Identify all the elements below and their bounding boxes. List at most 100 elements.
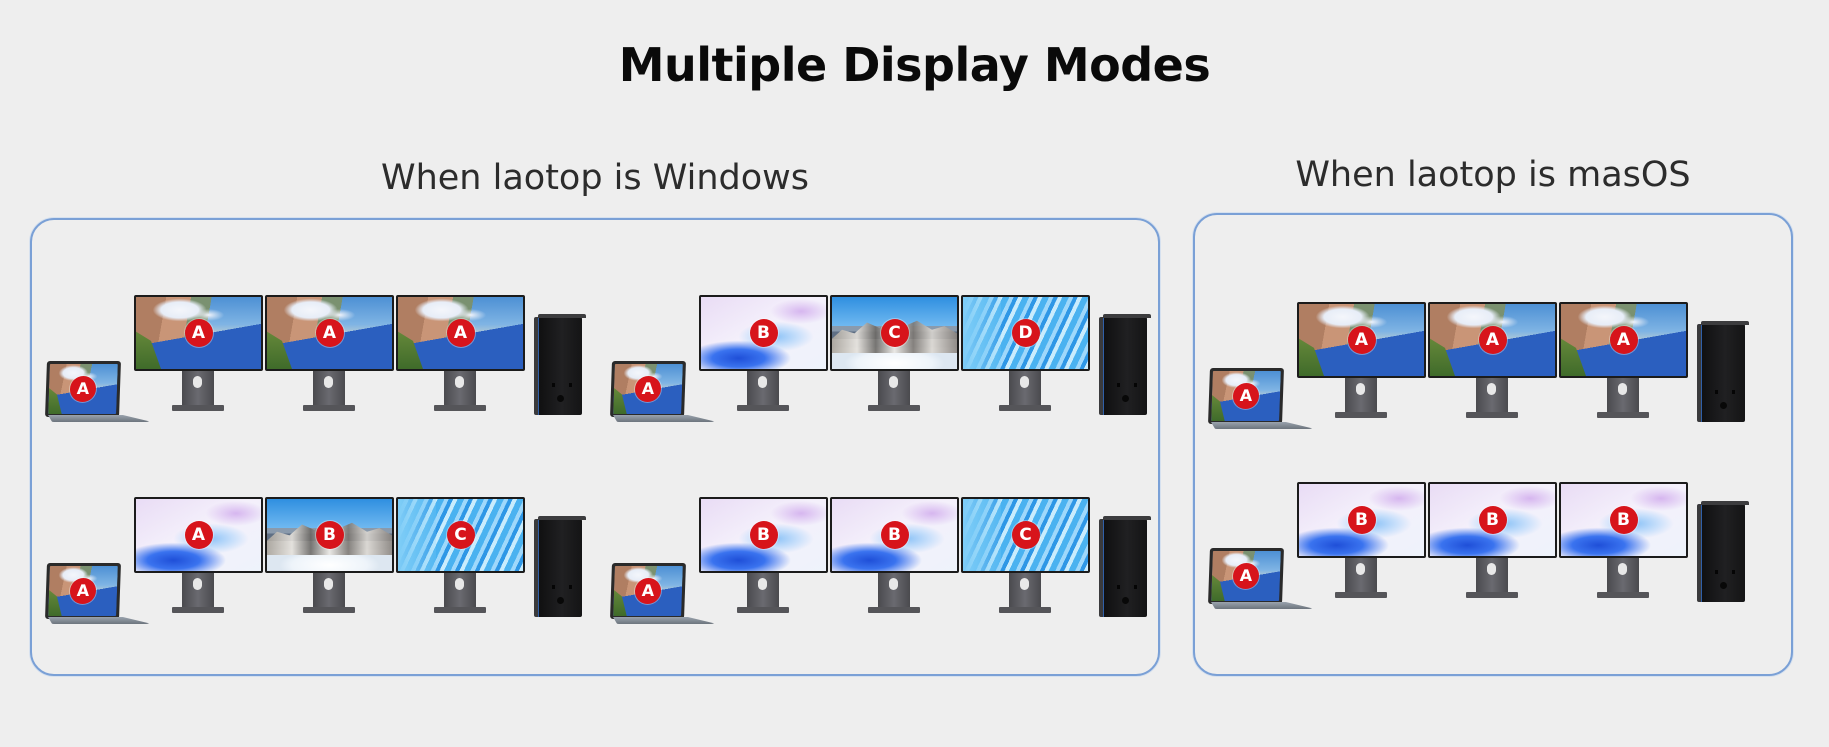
monitor-stand-icon [878,573,910,609]
desktop-pc-tower-icon [534,314,586,415]
display-label-badge: B [749,521,778,549]
monitor-base-icon [868,607,920,613]
display-mode-scene-macos-2: A B B B [1203,470,1763,620]
monitor-stand-icon [1009,371,1041,407]
laptop-keyboard-base [613,415,717,422]
display-mode-scene-windows-3: A A B C [40,485,600,635]
monitor-base-icon [303,607,355,613]
monitor-stand-icon [747,573,779,609]
external-monitor-2: B [1428,482,1557,610]
monitor-wallpaper: C [963,499,1088,571]
display-label-badge: A [69,376,97,402]
monitor-wallpaper: C [832,297,957,369]
display-label-badge: A [446,319,475,347]
external-monitor-3: A [1559,302,1688,430]
laptop-screen: A [1208,368,1284,424]
laptop: A [610,361,721,425]
external-monitor-1: B [699,295,828,423]
windows-modes-panel [30,218,1160,676]
power-button-icon [557,395,564,402]
external-monitor-2: B [830,497,959,625]
monitor-wallpaper: A [1299,304,1424,376]
laptop-wallpaper: A [1211,371,1281,421]
external-monitor-1: B [699,497,828,625]
monitor-wallpaper: B [832,499,957,571]
laptop-wallpaper: A [1211,551,1281,601]
monitor-stand-icon [313,371,345,407]
monitor-stand-icon [878,371,910,407]
macos-section-heading: When laotop is masOS [1295,155,1691,195]
external-monitor-3: B [1559,482,1688,610]
external-monitor-1: A [134,497,263,625]
monitor-wallpaper: A [267,297,392,369]
power-button-icon [1122,597,1129,604]
laptop-wallpaper: A [48,364,118,414]
monitor-wallpaper: B [701,297,826,369]
monitor-base-icon [737,405,789,411]
external-monitor-2: C [830,295,959,423]
external-monitor-3: D [961,295,1090,423]
laptop-keyboard-base [1211,422,1315,429]
page-title: Multiple Display Modes [618,38,1211,92]
monitor-wallpaper: B [1430,484,1555,556]
monitor-wallpaper: A [1561,304,1686,376]
external-monitor-3: C [396,497,525,625]
display-label-badge: A [634,376,662,402]
monitor-stand-icon [444,371,476,407]
laptop-wallpaper: A [613,566,683,616]
monitor-wallpaper: B [1561,484,1686,556]
external-monitor-1: B [1297,482,1426,610]
display-label-badge: B [880,521,909,549]
display-mode-scene-windows-1: A A A A [40,283,600,433]
laptop: A [610,563,721,627]
laptop-screen: A [45,563,121,619]
power-button-icon [1720,402,1727,409]
laptop-wallpaper: A [613,364,683,414]
power-button-icon [1122,395,1129,402]
monitor-wallpaper: B [1299,484,1424,556]
external-monitor-3: A [396,295,525,423]
display-label-badge: A [1478,326,1507,354]
external-monitor-2: A [265,295,394,423]
windows-section-heading: When laotop is Windows [380,158,809,198]
display-label-badge: A [1232,563,1260,589]
display-label-badge: C [880,319,909,347]
monitor-base-icon [172,607,224,613]
monitor-wallpaper: B [267,499,392,571]
laptop: A [45,361,156,425]
monitor-wallpaper: A [136,499,261,571]
display-label-badge: A [184,521,213,549]
laptop: A [45,563,156,627]
monitor-stand-icon [1476,558,1508,594]
monitor-stand-icon [1009,573,1041,609]
monitor-base-icon [1466,592,1518,598]
external-monitor-3: C [961,497,1090,625]
monitor-stand-icon [313,573,345,609]
external-monitor-2: A [1428,302,1557,430]
display-label-badge: C [1011,521,1040,549]
monitor-stand-icon [1607,378,1639,414]
monitor-base-icon [868,405,920,411]
monitor-wallpaper: A [398,297,523,369]
laptop-screen: A [610,361,686,417]
display-label-badge: C [446,521,475,549]
monitor-stand-icon [1345,558,1377,594]
display-label-badge: A [69,578,97,604]
monitor-base-icon [1335,412,1387,418]
display-label-badge: A [1347,326,1376,354]
monitor-base-icon [303,405,355,411]
display-mode-scene-macos-1: A A A A [1203,290,1763,440]
laptop-keyboard-base [48,415,152,422]
monitor-wallpaper: C [398,499,523,571]
display-label-badge: B [1609,506,1638,534]
laptop: A [1208,368,1319,432]
monitor-wallpaper: A [136,297,261,369]
laptop-keyboard-base [48,617,152,624]
display-label-badge: A [634,578,662,604]
monitor-base-icon [737,607,789,613]
monitor-stand-icon [1607,558,1639,594]
monitor-stand-icon [444,573,476,609]
display-label-badge: D [1011,319,1040,347]
desktop-pc-tower-icon [1697,501,1749,602]
display-label-badge: B [1347,506,1376,534]
